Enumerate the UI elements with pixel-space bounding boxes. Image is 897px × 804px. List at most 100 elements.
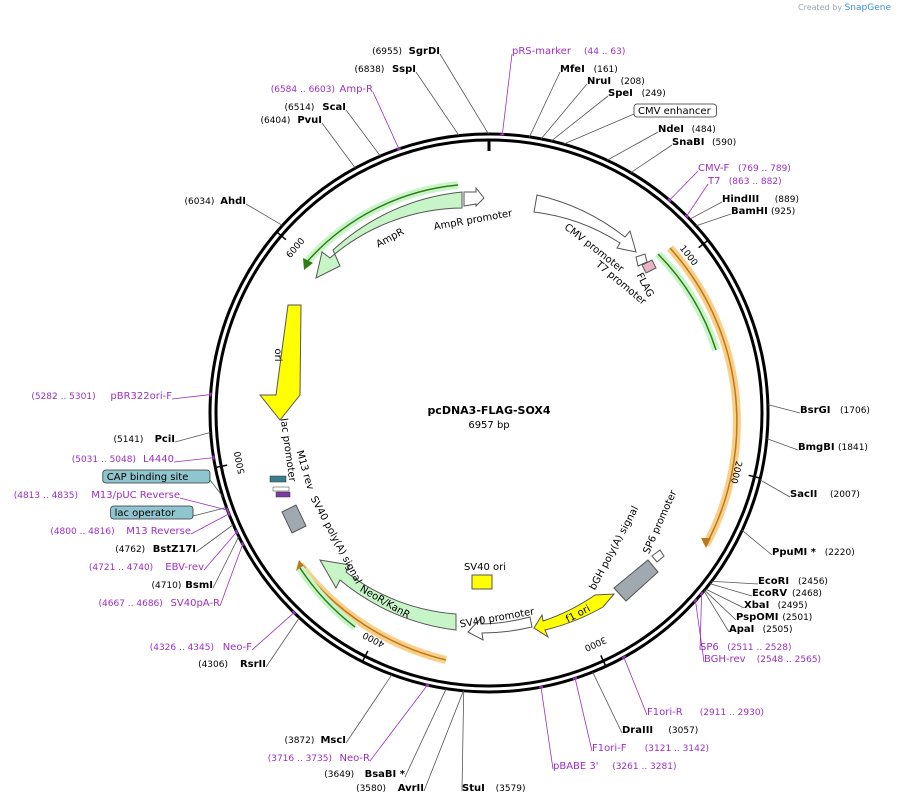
site-label[interactable]: EcoRV(2468)	[709, 583, 822, 599]
site-position: (2505)	[763, 625, 793, 635]
scale-tick	[698, 240, 708, 249]
site-position: (6404)	[260, 116, 290, 126]
site-leader	[606, 131, 659, 161]
site-leader	[623, 657, 648, 716]
site-name: SV40pA-R	[171, 598, 220, 609]
site-label[interactable]: SV40pA-R(4667 .. 4686)	[99, 541, 245, 609]
site-label[interactable]: lac operator	[110, 505, 227, 520]
site-label[interactable]: AhdI(6034)	[184, 196, 283, 226]
site-label[interactable]: MscI(3872)	[284, 674, 393, 746]
feature-label: SV40 ori	[464, 562, 506, 573]
site-leader	[563, 113, 635, 145]
site-box	[110, 505, 194, 520]
site-label[interactable]: Neo-F(4326 .. 4345)	[150, 610, 297, 653]
site-label[interactable]: SP6(2511 .. 2528)	[699, 591, 791, 653]
site-label[interactable]: BsmI(4710)	[151, 536, 240, 591]
orange-band-sox4	[667, 245, 741, 548]
site-label[interactable]: NruI(208)	[540, 76, 645, 140]
scale-tick	[362, 650, 369, 662]
site-leader	[251, 612, 295, 651]
site-position: (3872)	[284, 736, 314, 746]
feature-ori-arrow[interactable]	[258, 304, 302, 421]
site-label[interactable]: pRS-marker(44 .. 63)	[500, 46, 625, 136]
site-position: (2548 .. 2565)	[757, 655, 821, 665]
site-label[interactable]: BmgBI(1841)	[766, 438, 868, 453]
feature-ampr-arrow[interactable]	[315, 191, 463, 279]
feature-ampr-promoter-arrow[interactable]	[463, 186, 485, 208]
site-label[interactable]: ScaI(6514)	[284, 102, 381, 157]
site-label[interactable]: M13 Reverse(4800 .. 4816)	[50, 511, 231, 537]
site-label[interactable]: SgrDI(6955)	[372, 46, 489, 135]
site-label[interactable]: StuI(3579)	[461, 690, 526, 794]
site-label[interactable]: SspI(6838)	[354, 64, 460, 136]
feature-sp6-promoter-arrow[interactable]	[651, 549, 665, 563]
site-leader	[709, 583, 753, 597]
site-position: (4710)	[151, 581, 181, 591]
site-label[interactable]: NdeI(484)	[606, 124, 716, 161]
site-label[interactable]: XbaI(2495)	[705, 588, 808, 611]
site-name: SspI	[392, 64, 416, 75]
feature-cap-small-box[interactable]	[269, 475, 287, 483]
site-label[interactable]: CAP binding site	[102, 469, 224, 498]
feature-flag-box[interactable]	[641, 259, 657, 274]
site-label[interactable]: BamHI(925)	[695, 206, 795, 227]
site-position: (1706)	[840, 406, 870, 416]
site-label[interactable]: M13/pUC Reverse(4813 .. 4835)	[14, 490, 230, 513]
feature-sv40-ori-box[interactable]	[471, 574, 493, 590]
site-position: (484)	[692, 125, 716, 135]
site-label[interactable]: HindIII (889)	[689, 194, 799, 220]
site-label[interactable]: L4440(5031 .. 5048)	[72, 454, 215, 465]
site-label[interactable]: CMV enhancer	[563, 103, 717, 145]
site-label[interactable]: PciI(5141)	[113, 431, 211, 445]
feature-f1-ori-arrow[interactable]	[533, 593, 616, 639]
site-label[interactable]: SnaBI(590)	[630, 137, 736, 174]
site-leader	[766, 438, 799, 451]
site-label[interactable]: Amp-R(6584 .. 6603)	[271, 84, 402, 151]
feature-neor-arrow[interactable]	[319, 559, 457, 631]
site-label[interactable]: pBABE 3'(3261 .. 3281)	[538, 685, 676, 772]
site-label[interactable]: BsrGI(1706)	[767, 404, 870, 416]
site-label[interactable]: BstZ17I(4762)	[115, 524, 234, 555]
feature-cmv-promoter-arrow[interactable]	[533, 194, 637, 253]
site-name: pBABE 3'	[553, 761, 599, 772]
site-label[interactable]: pBR322ori-F(5282 .. 5301)	[31, 391, 212, 402]
site-label[interactable]: T7(863 .. 882)	[684, 176, 782, 219]
site-label[interactable]: BGH-rev(2548 .. 2565)	[693, 598, 821, 665]
primer-mark	[396, 147, 402, 151]
site-name: EcoRV	[752, 588, 787, 599]
feature-sv40-promoter-arrow[interactable]	[467, 616, 533, 641]
site-name: M13/pUC Reverse	[91, 490, 180, 501]
site-label[interactable]: EBV-rev(4721 .. 4740)	[89, 529, 239, 573]
site-label[interactable]: AvrII(3580)	[356, 690, 464, 794]
site-label[interactable]: Neo-R(3716 .. 3735)	[268, 683, 430, 764]
site-label[interactable]: F1ori-R(2911 .. 2930)	[621, 655, 764, 718]
backbone-outer	[208, 132, 770, 694]
site-name: SnaBI	[672, 137, 704, 148]
feature-lac-small-box[interactable]	[275, 491, 291, 498]
site-name: HindIII	[722, 194, 759, 205]
site-position: (889)	[775, 195, 799, 205]
site-position: (6034)	[184, 197, 214, 207]
site-label[interactable]: BsaBI *(3649)	[324, 688, 447, 780]
site-leader	[669, 170, 699, 201]
site-label[interactable]: F1ori-F(3121 .. 3142)	[572, 676, 709, 754]
site-label[interactable]: PspOMI(2501)	[704, 589, 813, 623]
feature-m13-small-box[interactable]	[272, 486, 290, 492]
site-label[interactable]: PpuMI *(2220)	[741, 530, 855, 558]
feature-sv40-polya-box[interactable]	[281, 504, 307, 534]
site-label[interactable]: SacII(2007)	[759, 479, 860, 500]
site-position: (2495)	[778, 601, 808, 611]
site-label[interactable]: CMV-F(769 .. 789)	[667, 163, 791, 203]
site-label[interactable]: DraIII(3057)	[592, 671, 699, 736]
site-label[interactable]: SpeI(249)	[550, 88, 666, 142]
site-label[interactable]: ApaI(2505)	[703, 590, 793, 635]
site-label[interactable]: MfeI(161)	[529, 64, 618, 138]
site-label[interactable]: PvuI(6404)	[260, 115, 356, 169]
site-leader	[501, 53, 513, 135]
site-leader	[630, 144, 673, 174]
site-label[interactable]: RsrII(4306)	[198, 617, 300, 670]
feature-bgh-polya-box[interactable]	[613, 559, 659, 602]
plasmid-name: pcDNA3-FLAG-SOX4	[427, 404, 550, 417]
site-box	[102, 469, 211, 484]
site-label[interactable]: EcoRI(2456)	[711, 576, 828, 587]
